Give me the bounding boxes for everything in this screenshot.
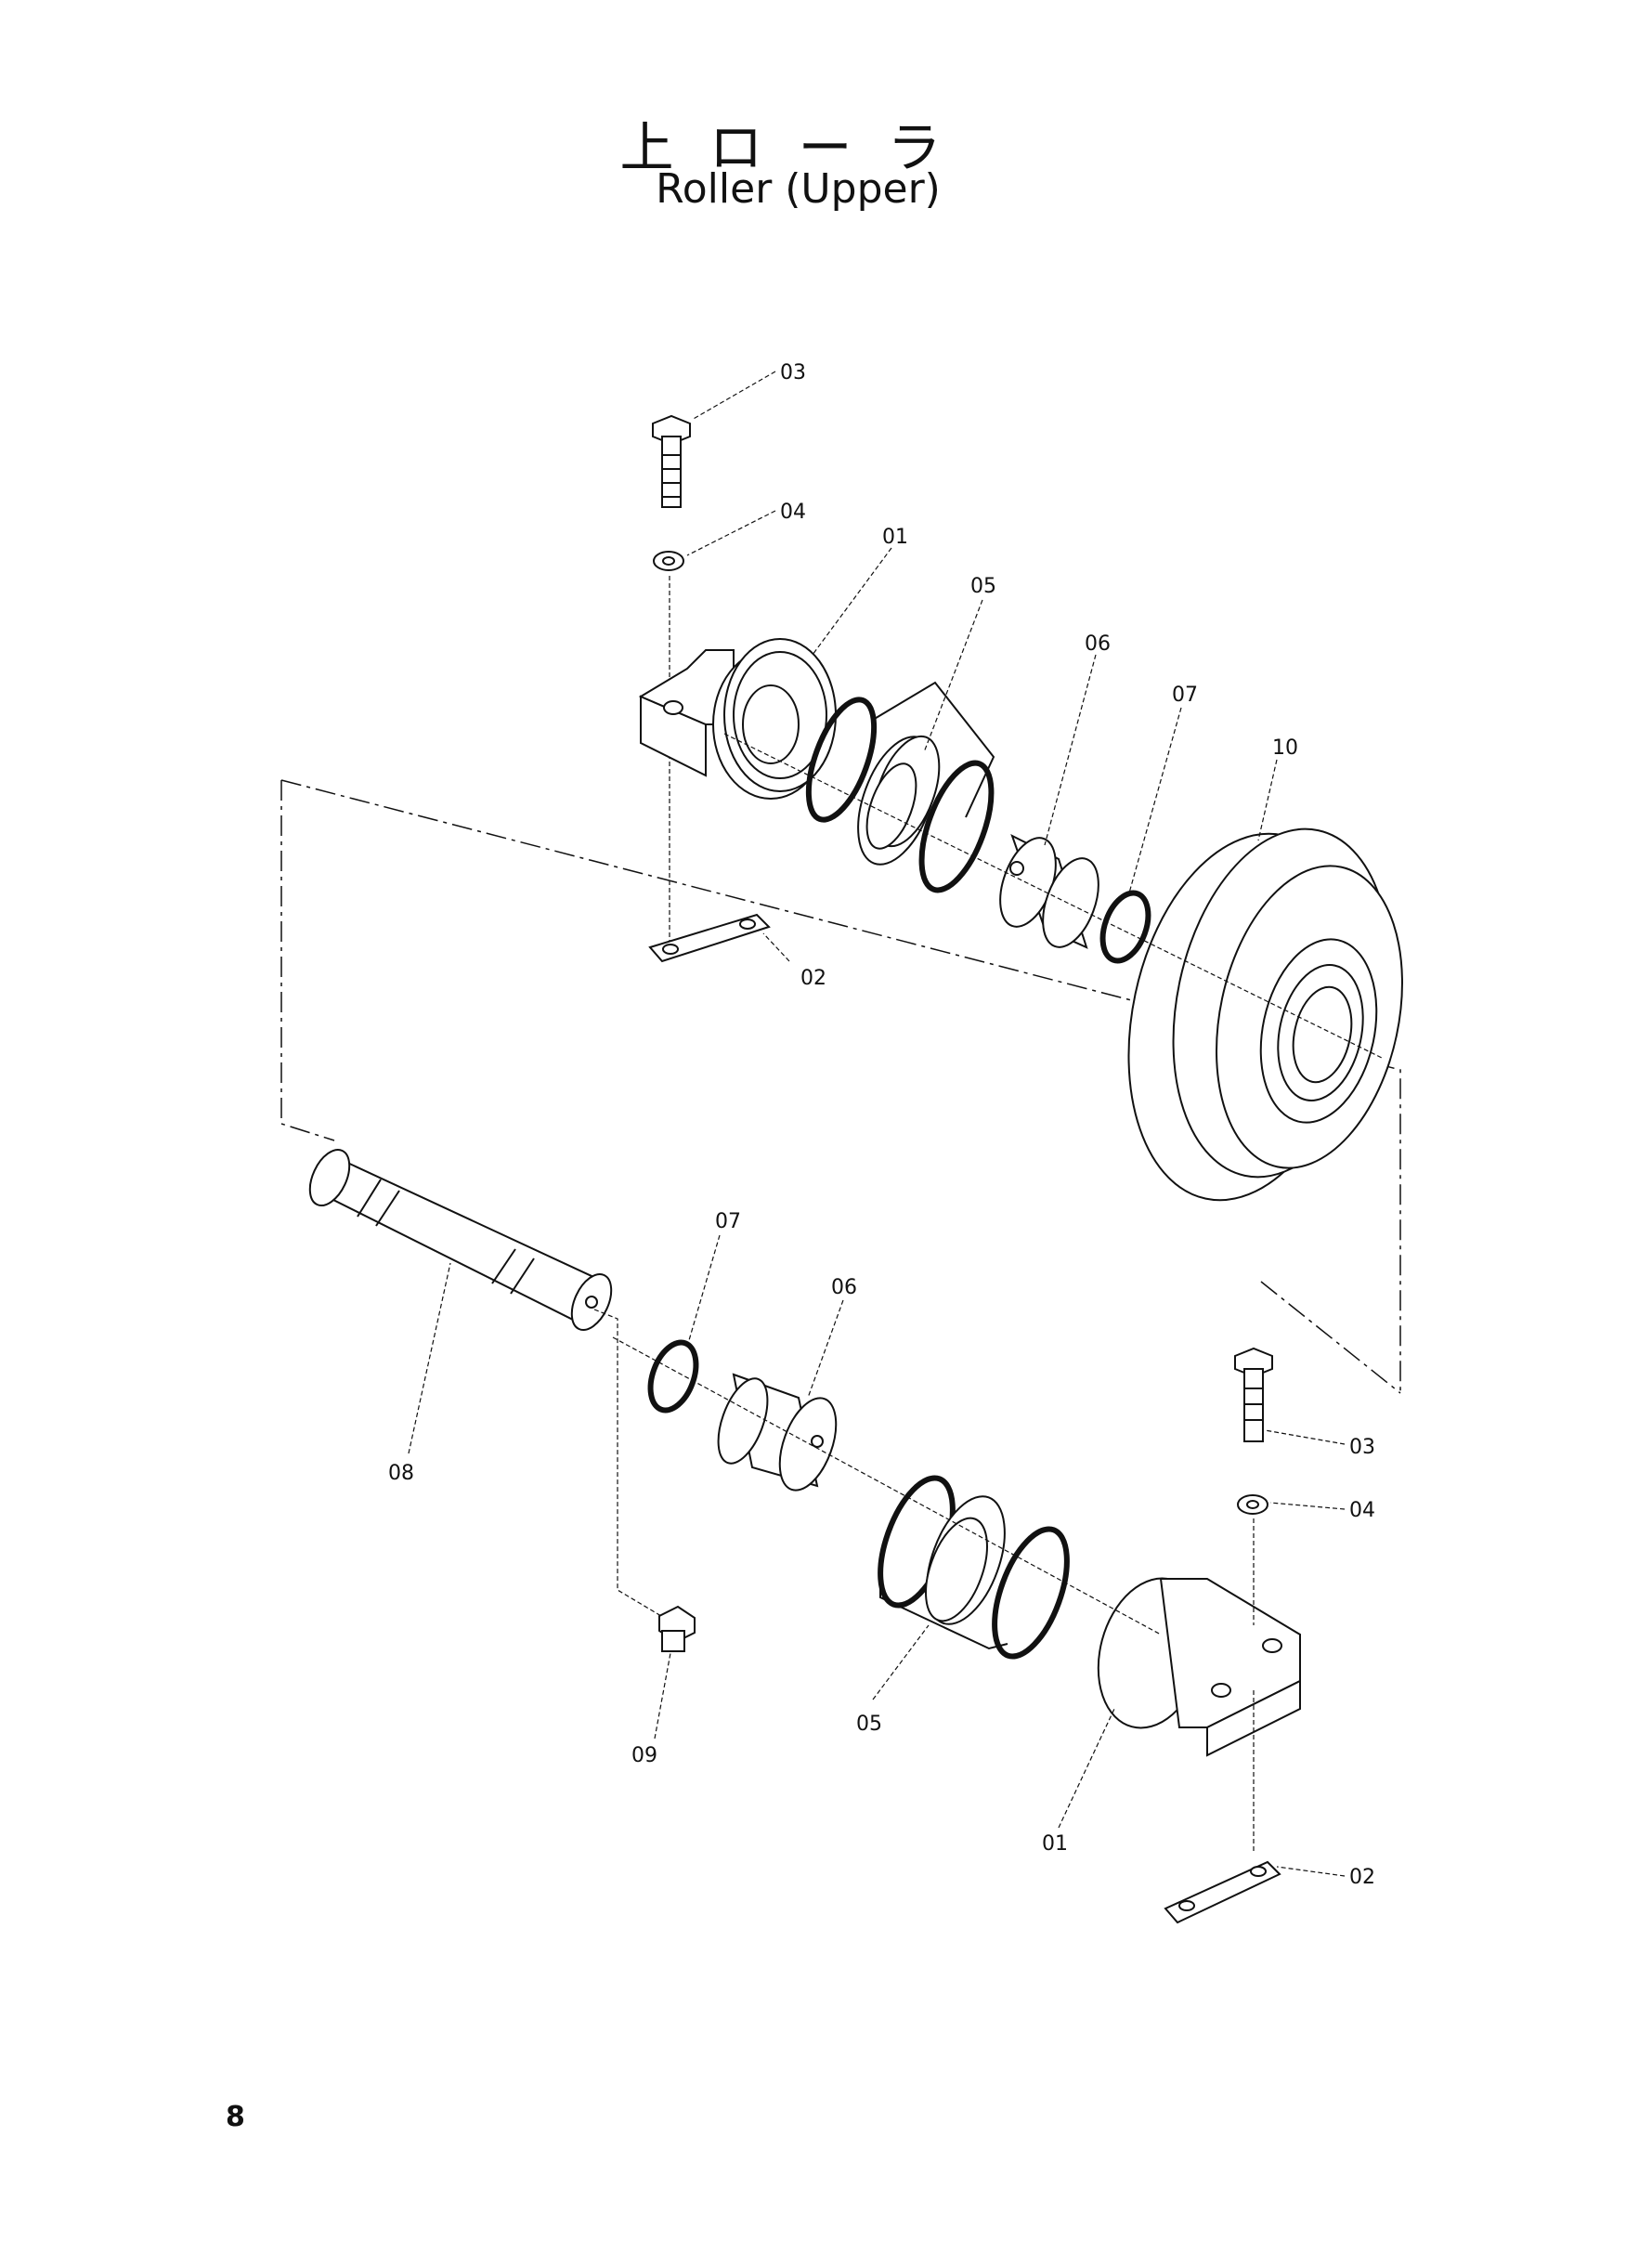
- plug: [658, 1605, 696, 1652]
- label-bottom-09: 09: [631, 1744, 657, 1767]
- washer-bottom: [1237, 1494, 1268, 1515]
- o-ring-top-a: [805, 697, 878, 823]
- label-top-05: 05: [970, 575, 996, 598]
- leader-lines: [408, 371, 1346, 1877]
- label-bottom-03: 03: [1349, 1436, 1375, 1459]
- o-ring-top-b: [918, 760, 995, 893]
- label-top-07: 07: [1172, 684, 1198, 707]
- o-ring-bottom-small: [647, 1339, 699, 1414]
- label-top-03: 03: [780, 361, 806, 384]
- housing-bottom: [1097, 1577, 1301, 1757]
- washer-top: [653, 551, 684, 571]
- o-ring-bottom-b: [992, 1526, 1070, 1660]
- label-top-01: 01: [882, 526, 908, 549]
- label-top-10: 10: [1272, 736, 1298, 760]
- floating-seal-bottom: [925, 1495, 1006, 1625]
- bolt-bottom: [1234, 1347, 1273, 1442]
- bushing-top: [999, 834, 1099, 949]
- title-japanese: 上ローラ: [619, 116, 977, 179]
- label-bottom-05: 05: [856, 1713, 882, 1736]
- label-bottom-07: 07: [715, 1210, 741, 1233]
- shaft: [308, 1149, 613, 1331]
- label-bottom-02: 02: [1349, 1866, 1375, 1889]
- page-number: 8: [226, 2101, 245, 2133]
- label-bottom-06: 06: [831, 1276, 857, 1299]
- plate-top: [648, 913, 771, 963]
- label-top-04: 04: [780, 501, 806, 524]
- bolt-top: [652, 414, 691, 508]
- label-bottom-08: 08: [388, 1462, 414, 1485]
- o-ring-top-small: [1099, 890, 1151, 964]
- label-bottom-01: 01: [1042, 1832, 1068, 1856]
- label-bottom-04: 04: [1349, 1499, 1375, 1522]
- label-top-06: 06: [1085, 632, 1111, 656]
- roller-wheel: [1127, 827, 1403, 1202]
- bushing-bottom: [717, 1373, 838, 1492]
- title-english: Roller (Upper): [656, 165, 941, 213]
- label-top-02: 02: [800, 967, 826, 990]
- floating-seal-top: [857, 735, 941, 866]
- housing-top: [638, 638, 837, 800]
- assembly-frame: [280, 779, 1401, 1394]
- plate-bottom: [1164, 1860, 1281, 1924]
